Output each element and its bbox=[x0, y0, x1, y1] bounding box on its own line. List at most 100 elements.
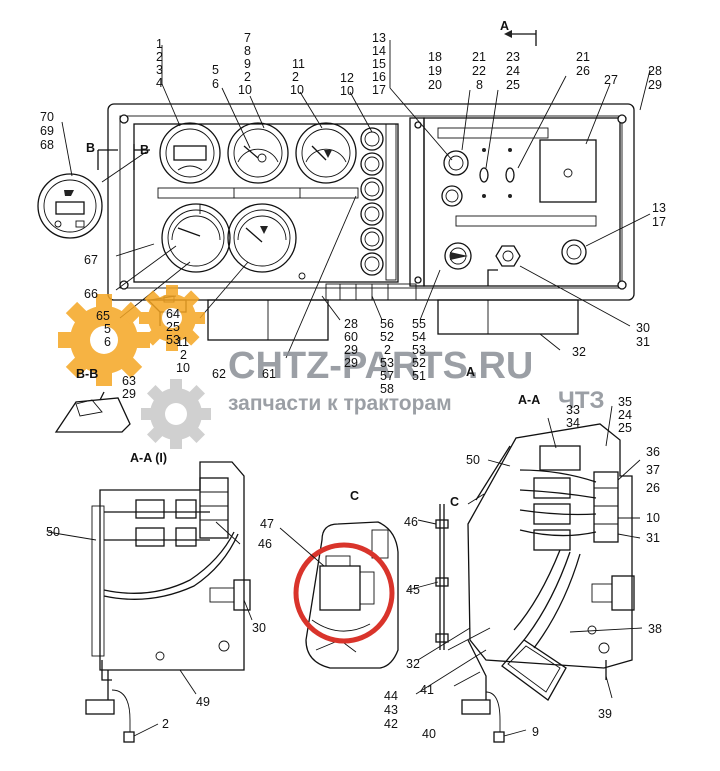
ignition-switch bbox=[444, 242, 472, 270]
part-label: 23 bbox=[506, 50, 520, 64]
part-label: 70 bbox=[40, 110, 54, 124]
part-label: 2 bbox=[244, 70, 251, 84]
part-label: 6 bbox=[104, 335, 111, 349]
part-label: 5 bbox=[104, 322, 111, 336]
strip bbox=[437, 127, 549, 139]
view-label: C bbox=[450, 495, 459, 509]
part-label: 51 bbox=[412, 369, 426, 383]
screw bbox=[414, 276, 422, 284]
screw bbox=[414, 121, 422, 129]
watermark: CHTZ-PARTS.RU запчасти к тракторам ЧТЗ bbox=[58, 285, 605, 449]
part-label: 2 bbox=[384, 343, 391, 357]
panel-inner bbox=[119, 115, 623, 289]
part-label: 27 bbox=[604, 73, 618, 87]
part-labels: 1 2 3 4 5 6 7 8 9 2 10 11 2 10 12 10 13 … bbox=[40, 19, 666, 741]
part-label: 8 bbox=[244, 44, 251, 58]
part-label: 8 bbox=[476, 78, 483, 92]
part-label: 2 bbox=[156, 50, 163, 64]
part-label: 19 bbox=[428, 64, 442, 78]
part-label: 47 bbox=[260, 517, 274, 531]
part-label: 17 bbox=[372, 83, 386, 97]
part-label: 9 bbox=[244, 57, 251, 71]
part-label: 15 bbox=[372, 57, 386, 71]
part-label: 68 bbox=[40, 138, 54, 152]
button-13 bbox=[441, 185, 463, 207]
part-label: 34 bbox=[566, 416, 580, 430]
part-label: 43 bbox=[384, 703, 398, 717]
part-label: 33 bbox=[566, 403, 580, 417]
section-label: B-B bbox=[76, 367, 98, 381]
part-label: 21 bbox=[472, 50, 486, 64]
view-label: B bbox=[140, 143, 149, 157]
part-label: 32 bbox=[406, 657, 420, 671]
part-label: 66 bbox=[84, 287, 98, 301]
part-label: 25 bbox=[166, 320, 180, 334]
screw bbox=[617, 280, 627, 290]
part-label: 62 bbox=[212, 367, 226, 381]
gauge-3 bbox=[295, 122, 357, 184]
section-a-arrow bbox=[504, 30, 537, 46]
part-label: 9 bbox=[532, 725, 539, 739]
part-label: 53 bbox=[166, 333, 180, 347]
part-label: 64 bbox=[166, 307, 180, 321]
part-label: 13 bbox=[652, 201, 666, 215]
part-label: 39 bbox=[598, 707, 612, 721]
part-label: 5 bbox=[212, 63, 219, 77]
gauge-2 bbox=[227, 122, 289, 184]
hole bbox=[298, 272, 306, 280]
part-label: 52 bbox=[380, 330, 394, 344]
part-label: 30 bbox=[252, 621, 266, 635]
part-label: 24 bbox=[618, 408, 632, 422]
module-27 bbox=[539, 139, 597, 203]
part-label: 63 bbox=[122, 374, 136, 388]
part-label: 16 bbox=[372, 70, 386, 84]
part-label: 6 bbox=[212, 77, 219, 91]
part-label: 60 bbox=[344, 330, 358, 344]
part-label: 22 bbox=[472, 64, 486, 78]
part-label: 55 bbox=[412, 317, 426, 331]
part-label: 46 bbox=[258, 537, 272, 551]
part-label: 53 bbox=[412, 343, 426, 357]
section-b-marks bbox=[97, 144, 150, 170]
detail-aa1 bbox=[54, 391, 131, 433]
part-label: 44 bbox=[384, 689, 398, 703]
screw bbox=[119, 114, 129, 124]
screw bbox=[617, 114, 627, 124]
part-label: 50 bbox=[466, 453, 480, 467]
nut-30 bbox=[495, 245, 521, 267]
part-label: 45 bbox=[406, 583, 420, 597]
part-label: 41 bbox=[420, 683, 434, 697]
gauge-4 bbox=[161, 203, 231, 273]
button-17 bbox=[561, 239, 587, 265]
part-label: 2 bbox=[292, 70, 299, 84]
warning-lamps bbox=[360, 123, 397, 281]
part-label: 1 bbox=[156, 37, 163, 51]
part-label: 10 bbox=[176, 361, 190, 375]
part-label: 17 bbox=[652, 215, 666, 229]
part-label: 10 bbox=[290, 83, 304, 97]
part-label: 18 bbox=[428, 50, 442, 64]
part-label: 58 bbox=[380, 382, 394, 396]
part-label: 56 bbox=[380, 317, 394, 331]
gear-icon bbox=[141, 379, 211, 449]
instrument-panel bbox=[107, 103, 635, 341]
view-label: A bbox=[466, 365, 475, 379]
part-label: 31 bbox=[646, 531, 660, 545]
part-label: 40 bbox=[422, 727, 436, 741]
gauge-5 bbox=[227, 203, 297, 273]
part-label: 4 bbox=[156, 76, 163, 90]
detail-view-c bbox=[279, 521, 399, 669]
part-label: 49 bbox=[196, 695, 210, 709]
part-label: 14 bbox=[372, 44, 386, 58]
part-label: 2 bbox=[180, 348, 187, 362]
part-label: 26 bbox=[646, 481, 660, 495]
part-label: 11 bbox=[176, 335, 189, 349]
part-label: 36 bbox=[646, 445, 660, 459]
part-label: 25 bbox=[618, 421, 632, 435]
part-label: 54 bbox=[412, 330, 426, 344]
section-label: A-A bbox=[518, 393, 540, 407]
watermark-brand: CHTZ-PARTS.RU bbox=[228, 345, 533, 387]
part-label: 69 bbox=[40, 124, 54, 138]
part-label: 28 bbox=[344, 317, 358, 331]
left-side-view bbox=[47, 461, 253, 743]
